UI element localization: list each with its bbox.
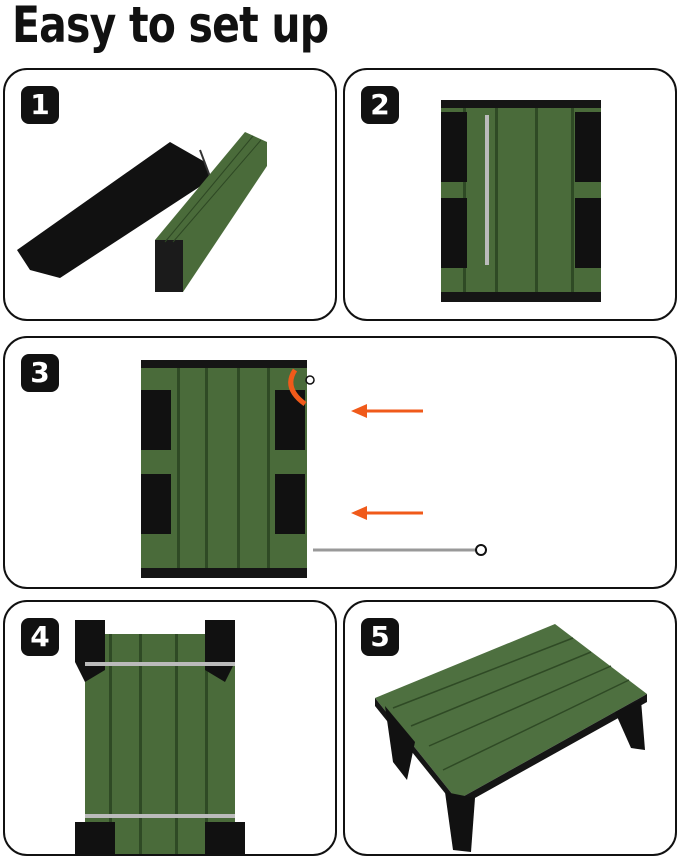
assembled-table-illustration [375, 624, 647, 852]
step-badge: 5 [361, 618, 399, 656]
leg-raised [75, 822, 115, 854]
leg-raised [205, 822, 245, 854]
step-badge: 2 [361, 86, 399, 124]
step-badge: 3 [21, 354, 59, 392]
page-title: Easy to set up [12, 0, 329, 54]
leg-panel [575, 198, 601, 268]
leg-panel [141, 474, 171, 534]
unrolled-table-illustration [441, 100, 601, 302]
step-5-panel: 5 [343, 600, 677, 856]
table-leg [385, 706, 415, 780]
table-leg [445, 792, 475, 852]
leg-panel [141, 390, 171, 450]
carry-bag [17, 142, 210, 278]
leg-panel [441, 112, 467, 182]
table-leg [615, 700, 645, 750]
leg-panel [441, 198, 467, 268]
folded-table-and-bag-illustration [17, 132, 267, 292]
table-top [375, 624, 647, 800]
step-2-panel: 2 [343, 68, 677, 321]
leg-panel [575, 112, 601, 182]
step-badge: 1 [21, 86, 59, 124]
leg-panel [275, 474, 305, 534]
step-badge: 4 [21, 618, 59, 656]
support-rod [485, 115, 489, 265]
table-top [441, 100, 601, 302]
leg-raised [75, 620, 105, 682]
folded-table-end [155, 240, 183, 292]
step-4-panel: 4 [3, 600, 337, 856]
rotate-arrow [288, 368, 307, 407]
step-3-panel: 3 [3, 336, 677, 589]
fold-legs-illustration [75, 620, 245, 854]
step-1-panel: 1 [3, 68, 337, 321]
insert-rod-illustration [141, 360, 487, 578]
leg-raised [205, 620, 235, 682]
